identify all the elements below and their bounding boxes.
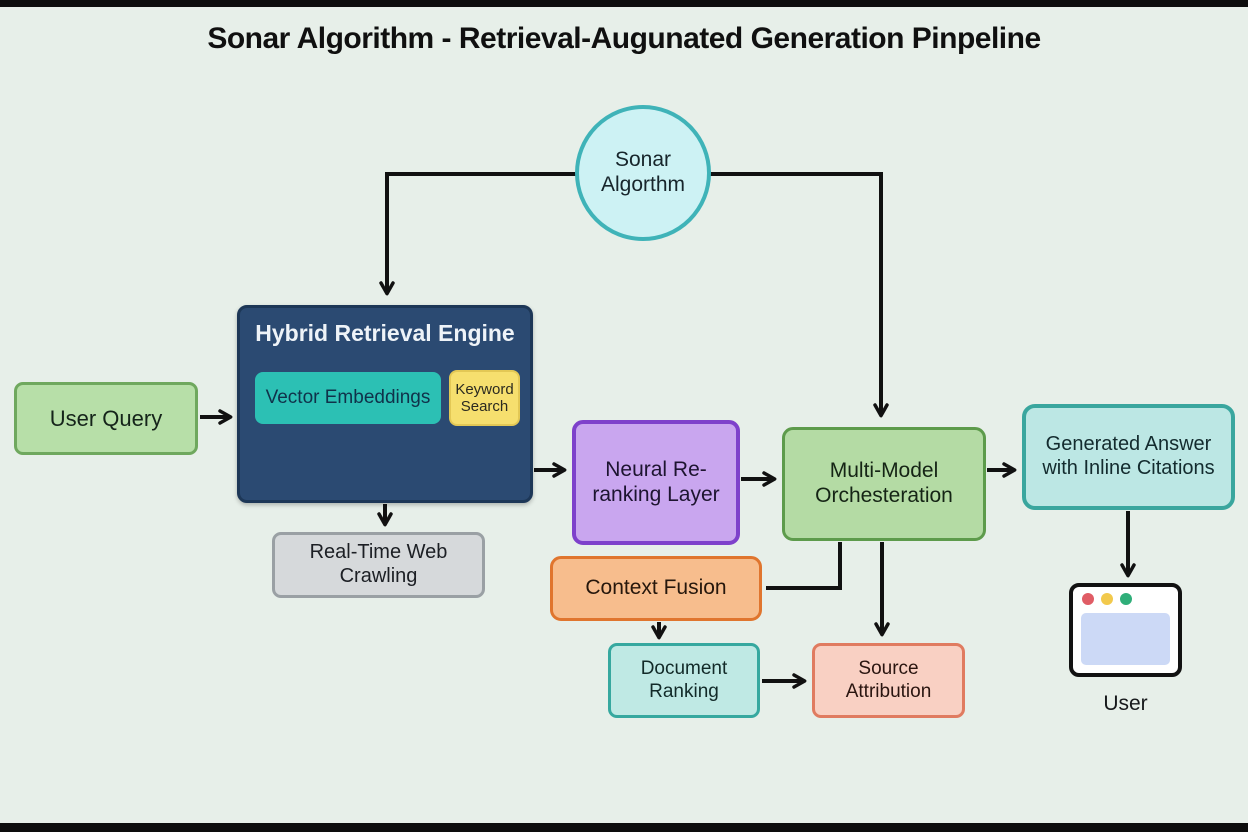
node-realtime-web-crawling-label: Real-Time Web Crawling xyxy=(309,541,448,587)
browser-dot-yellow-icon xyxy=(1101,593,1113,605)
node-sonar-algorithm: Sonar Algorthm xyxy=(575,105,711,241)
node-neural-reranking-label: Neural Re-ranking Layer xyxy=(592,457,720,506)
node-multi-model-orchestration: Multi-Model Orchesteration xyxy=(782,427,986,541)
node-realtime-web-crawling: Real-Time Web Crawling xyxy=(272,532,485,598)
browser-traffic-light-dots xyxy=(1082,593,1132,605)
node-user-query-label: User Query xyxy=(49,405,163,431)
user-label: User xyxy=(1103,692,1148,715)
bottom-frame-bar xyxy=(0,823,1248,832)
hybrid-engine-title: Hybrid Retrieval Engine xyxy=(255,320,515,346)
browser-window-icon xyxy=(1069,583,1182,677)
node-neural-reranking-layer: Neural Re-ranking Layer xyxy=(572,420,740,545)
node-context-fusion-label: Context Fusion xyxy=(585,576,727,600)
connector-contextfusion-to-multimodel xyxy=(766,542,842,590)
top-frame-bar xyxy=(0,0,1248,7)
connector-sonar-to-multimodel xyxy=(710,172,889,418)
node-context-fusion: Context Fusion xyxy=(550,556,762,621)
connector-sonar-to-hybrid xyxy=(379,172,576,296)
node-vector-embeddings: Vector Embeddings xyxy=(255,372,441,424)
node-user-query: User Query xyxy=(14,382,198,455)
node-keyword-search: Keyword Search xyxy=(449,370,520,426)
node-source-attribution: Source Attribution xyxy=(812,643,965,718)
node-document-ranking-label: Document Ranking xyxy=(640,658,728,702)
node-vector-embeddings-label: Vector Embeddings xyxy=(265,386,431,408)
node-multi-model-label: Multi-Model Orchesteration xyxy=(815,459,953,507)
page-title: Sonar Algorithm - Retrieval-Augunated Ge… xyxy=(207,22,1041,55)
node-generated-answer: Generated Answer with Inline Citations xyxy=(1022,404,1235,510)
node-sonar-algorithm-label: Sonar Algorthm xyxy=(600,148,686,196)
node-document-ranking: Document Ranking xyxy=(608,643,760,718)
browser-content-area xyxy=(1081,613,1170,665)
node-hybrid-retrieval-engine: Hybrid Retrieval Engine Vector Embedding… xyxy=(237,305,533,503)
browser-dot-red-icon xyxy=(1082,593,1094,605)
node-source-attribution-label: Source Attribution xyxy=(845,658,932,702)
node-keyword-search-label: Keyword Search xyxy=(455,380,514,415)
browser-dot-green-icon xyxy=(1120,593,1132,605)
node-generated-answer-label: Generated Answer with Inline Citations xyxy=(1042,433,1215,479)
